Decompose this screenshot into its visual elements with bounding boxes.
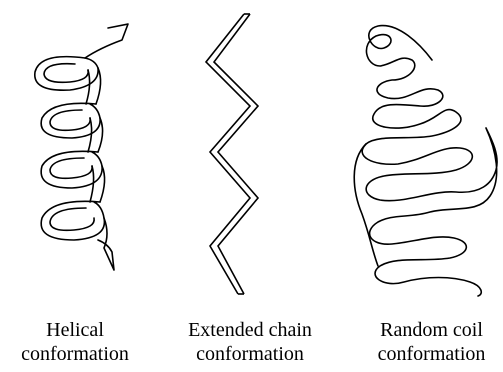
random-caption: Random coil conformation (360, 318, 503, 366)
extended-caption-line2: conformation (160, 342, 340, 366)
helical-caption-line2: conformation (0, 342, 150, 366)
extended-chain-drawing (206, 14, 258, 294)
helical-caption-line1: Helical (0, 318, 150, 342)
helical-ribbon-drawing (35, 24, 128, 270)
extended-caption-line1: Extended chain (160, 318, 340, 342)
conformation-illustrations (0, 0, 503, 300)
helical-caption: Helical conformation (0, 318, 150, 366)
random-caption-line1: Random coil (360, 318, 503, 342)
random-caption-line2: conformation (360, 342, 503, 366)
extended-caption: Extended chain conformation (160, 318, 340, 366)
random-coil-drawing (354, 26, 497, 296)
